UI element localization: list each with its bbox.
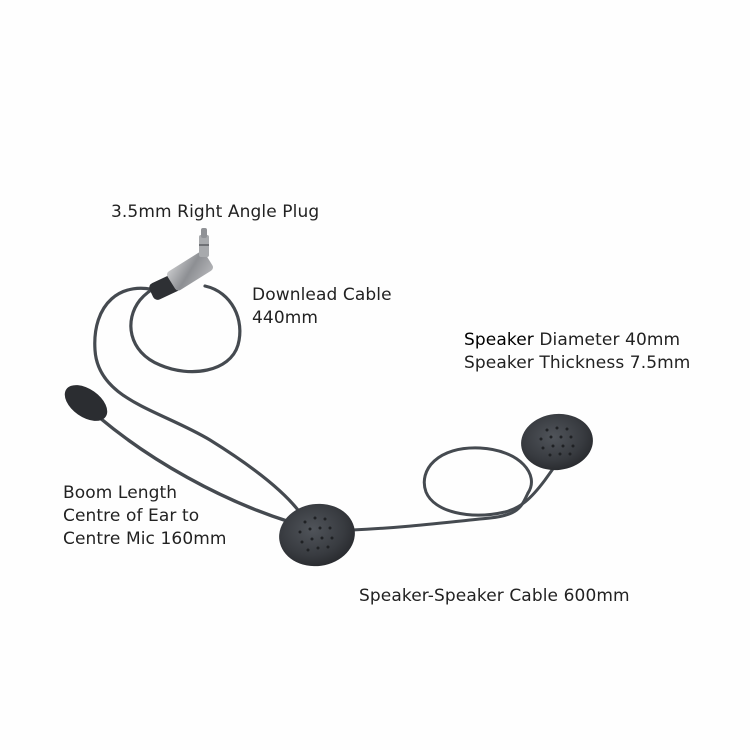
speaker-word: Speaker <box>464 330 534 350</box>
speaker-speaker-cable <box>350 446 557 532</box>
boom-mic <box>64 385 292 524</box>
downlead-cable <box>93 279 307 522</box>
right-speaker <box>521 413 593 471</box>
speaker-specs-label: Speaker Diameter 40mm Speaker Thickness … <box>464 330 691 373</box>
downlead-cable-label: Downlead Cable 440mm <box>252 285 392 328</box>
boom-length-label: Boom Length Centre of Ear to Centre Mic … <box>63 483 227 549</box>
mic-foam-windshield <box>64 385 108 421</box>
speaker-diameter: Diameter 40mm <box>533 330 681 350</box>
plug-label: 3.5mm Right Angle Plug <box>111 202 320 222</box>
speaker-cable-label: Speaker-Speaker Cable 600mm <box>359 586 630 606</box>
left-speaker <box>279 503 355 567</box>
right-angle-plug <box>149 228 213 300</box>
